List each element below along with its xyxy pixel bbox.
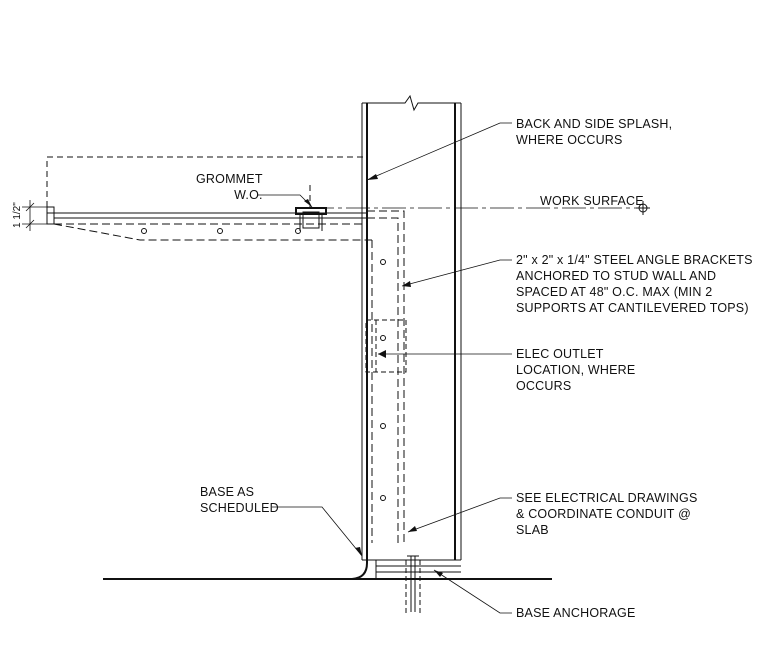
electrical-outlet-box xyxy=(365,319,407,373)
leader-base xyxy=(272,506,363,557)
dimension-marks xyxy=(22,200,47,231)
backsplash-callout: BACK AND SIDE SPLASH, WHERE OCCURS xyxy=(516,117,673,147)
leader-backsplash xyxy=(366,122,512,181)
break-line xyxy=(362,94,461,112)
base-anchor xyxy=(407,555,419,612)
datum-target xyxy=(636,201,650,215)
leader-lines xyxy=(258,122,512,614)
steel-angle-bracket xyxy=(53,210,405,543)
outlet-callout: ELEC OUTLET LOCATION, WHERE OCCURS xyxy=(516,347,636,393)
backsplash-outline xyxy=(46,156,367,207)
anchorage-callout: BASE ANCHORAGE xyxy=(516,606,636,620)
base-callout: BASE AS SCHEDULED xyxy=(200,485,279,515)
leader-electrical xyxy=(407,497,512,533)
work-surface-callout: WORK SURFACE xyxy=(540,194,644,208)
leader-arrowheads xyxy=(304,174,443,577)
electrical-callout: SEE ELECTRICAL DRAWINGS & COORDINATE CON… xyxy=(516,491,698,537)
conduit xyxy=(405,560,421,616)
leader-grommet xyxy=(258,194,313,208)
work-surface xyxy=(46,206,367,231)
leader-brackets xyxy=(401,259,512,287)
bracket-holes xyxy=(141,228,386,501)
stud-wall xyxy=(361,94,462,579)
wall-base xyxy=(351,532,368,580)
brackets-callout: 2" x 2" x 1/4" STEEL ANGLE BRACKETS ANCH… xyxy=(516,253,753,315)
dimension-label: 1 1/2" xyxy=(12,202,23,228)
grommet-callout: GROMMET W.O. xyxy=(196,172,263,202)
leader-anchorage xyxy=(433,569,512,614)
